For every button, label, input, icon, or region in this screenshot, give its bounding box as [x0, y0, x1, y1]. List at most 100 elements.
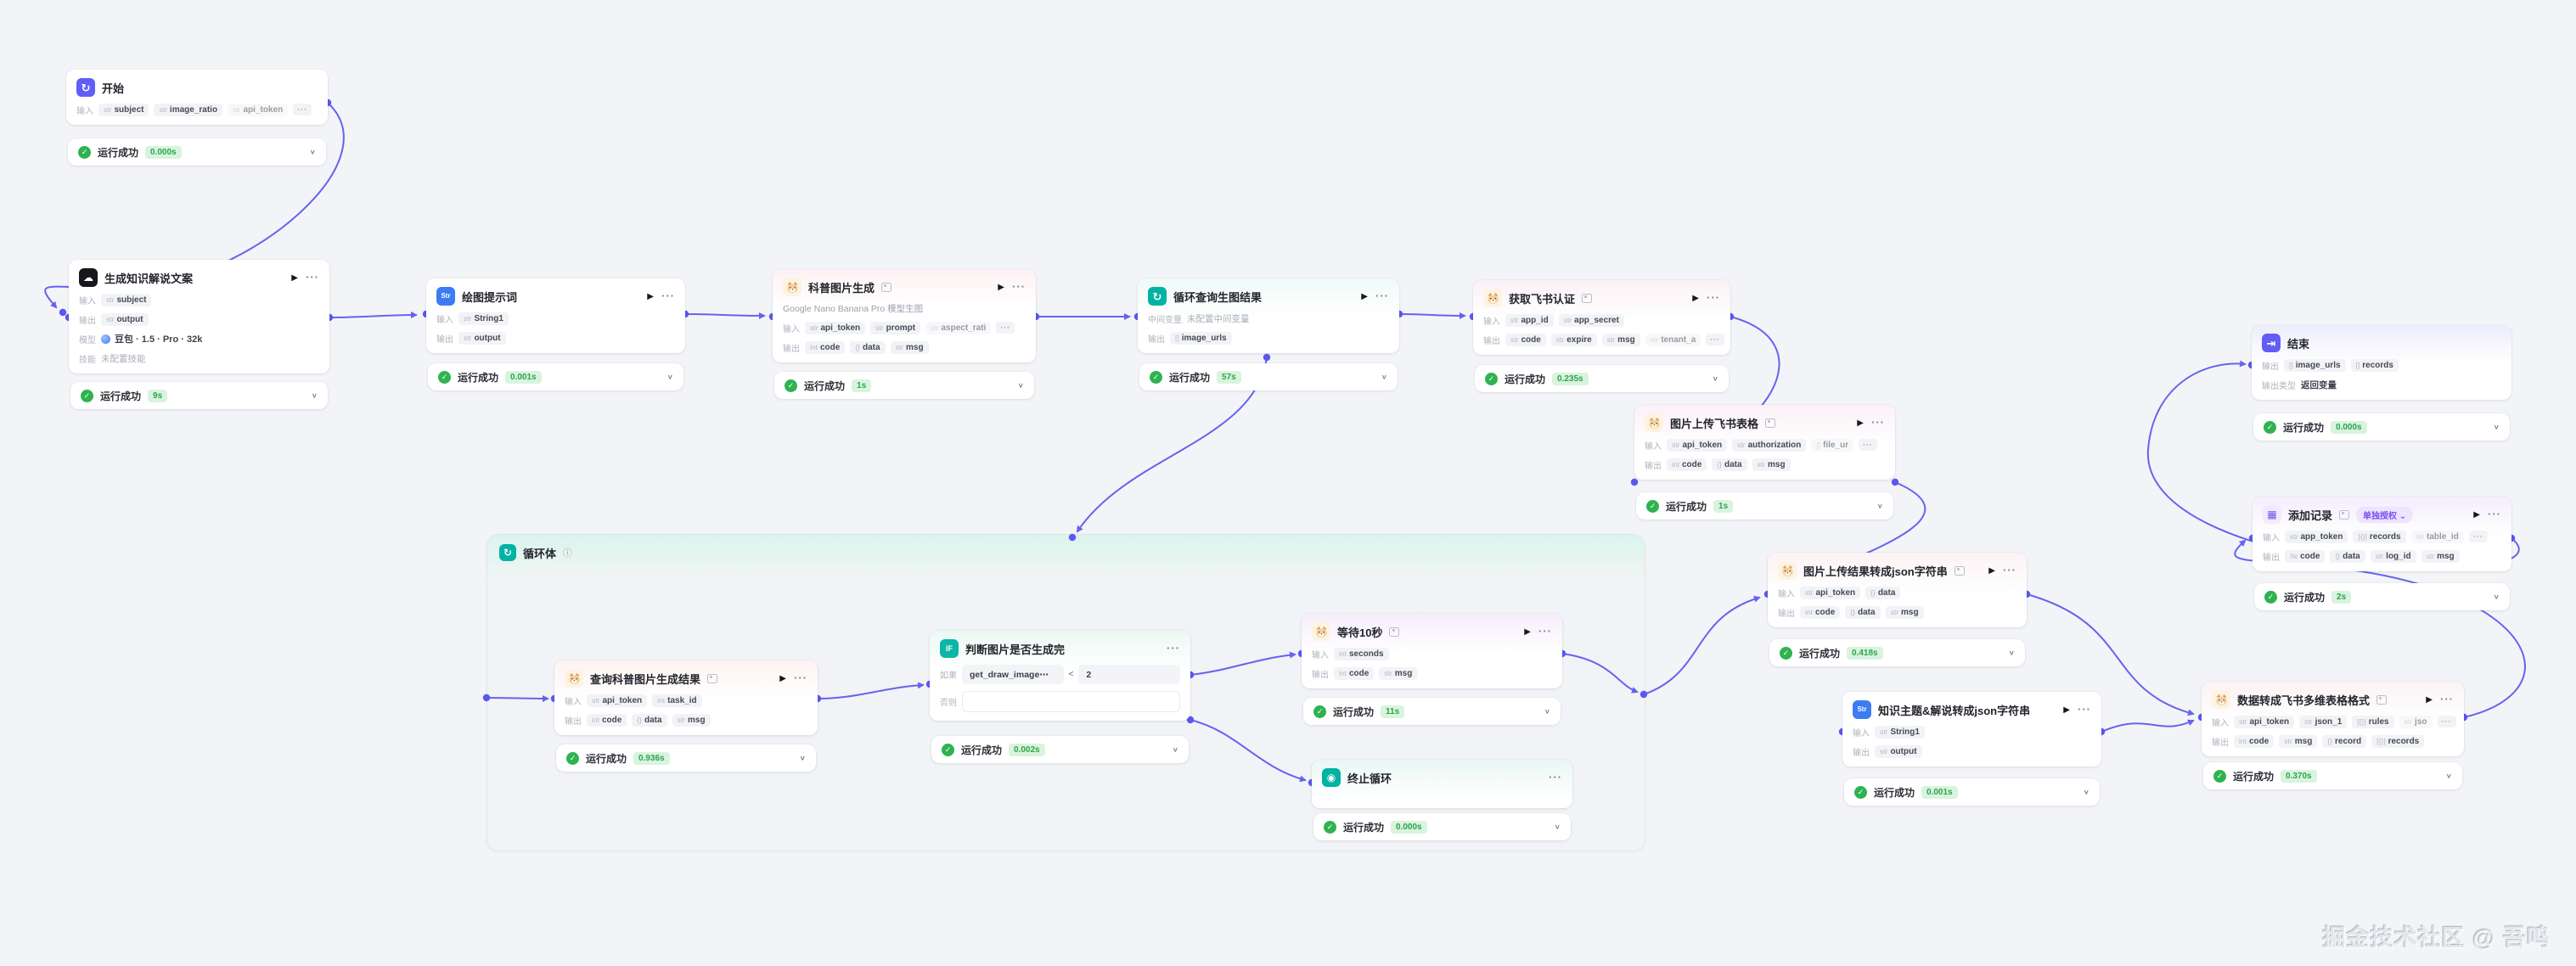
expand-chevron-icon[interactable]: ∨	[311, 391, 318, 400]
success-check-icon: ✓	[1313, 705, 1326, 718]
condition-left-operand[interactable]: get_draw_image⋯	[962, 665, 1064, 684]
node-menu-button[interactable]: ···	[306, 271, 319, 284]
node-menu-button[interactable]: ···	[2440, 693, 2454, 706]
node-menu-button[interactable]: ···	[1012, 280, 1026, 294]
run-node-button[interactable]: ▶	[2473, 509, 2480, 520]
expand-chevron-icon[interactable]: ∨	[1172, 745, 1178, 754]
param-tag: []file_ur	[1811, 438, 1854, 452]
condition-right-operand[interactable]: 2	[1078, 665, 1180, 684]
node-menu-button[interactable]: ···	[1538, 625, 1552, 638]
overflow-params-chip[interactable]: ···	[996, 322, 1015, 334]
expand-chevron-icon[interactable]: ∨	[1876, 502, 1883, 510]
param-name: app_token	[2300, 531, 2343, 542]
run-node-button[interactable]: ▶	[2063, 705, 2070, 715]
expand-chevron-icon[interactable]: ∨	[799, 754, 806, 762]
expand-chevron-icon[interactable]: ∨	[2493, 423, 2500, 431]
auth-pill[interactable]: 单独授权 ⌄	[2356, 506, 2414, 523]
overflow-params-chip[interactable]: ···	[293, 104, 312, 115]
run-node-button[interactable]: ▶	[647, 291, 654, 301]
expand-chevron-icon[interactable]: ∨	[1544, 707, 1550, 716]
row-label: 模型	[79, 335, 96, 345]
run-node-button[interactable]: ▶	[1988, 565, 1995, 576]
node-break-loop[interactable]: ◉终止循环···	[1312, 760, 1572, 808]
expand-chevron-icon[interactable]: ∨	[1381, 373, 1387, 381]
param-name: log_id	[2386, 551, 2411, 561]
node-menu-button[interactable]: ···	[1167, 642, 1180, 655]
expand-chevron-icon[interactable]: ∨	[2445, 772, 2452, 780]
run-node-button[interactable]: ▶	[998, 282, 1004, 292]
expand-chevron-icon[interactable]: ∨	[1712, 374, 1718, 383]
overflow-params-chip[interactable]: ···	[1859, 439, 1878, 451]
expand-chevron-icon[interactable]: ∨	[666, 373, 673, 381]
node-menu-button[interactable]: ···	[2078, 703, 2091, 716]
node-menu-button[interactable]: ···	[661, 289, 675, 303]
overflow-params-chip[interactable]: ···	[2437, 716, 2456, 727]
run-node-button[interactable]: ▶	[291, 272, 298, 283]
node-menu-button[interactable]: ···	[2488, 508, 2501, 521]
run-node-button[interactable]: ▶	[2426, 694, 2433, 705]
node-menu-button[interactable]: ···	[1375, 289, 1389, 303]
node-menu-button[interactable]: ···	[1871, 416, 1885, 430]
run-node-button[interactable]: ▶	[1692, 293, 1699, 303]
expand-chevron-icon[interactable]: ∨	[1554, 823, 1561, 831]
watermark: 掘金技术社区 @ 吾鸣	[2322, 925, 2551, 951]
param-type: str	[2284, 737, 2292, 745]
node-menu-button[interactable]: ···	[1549, 771, 1562, 784]
node-menu-button[interactable]: ···	[1707, 291, 1720, 305]
expand-chevron-icon[interactable]: ∨	[309, 148, 316, 156]
node-menu-button[interactable]: ···	[794, 671, 807, 685]
expand-chevron-icon[interactable]: ∨	[2493, 593, 2500, 601]
node-loop-query[interactable]: ↻循环查询生图结果▶···中间变量未配置中间变量输出[]image_urls	[1138, 278, 1399, 353]
overflow-params-chip[interactable]: ···	[1706, 334, 1725, 345]
run-node-button[interactable]: ▶	[1361, 291, 1368, 301]
param-name: image_urls	[1181, 333, 1227, 343]
param-name: data	[1858, 607, 1876, 617]
param-type: {}	[1870, 588, 1876, 597]
node-menu-button[interactable]: ···	[2003, 564, 2016, 577]
run-node-button[interactable]: ▶	[1857, 418, 1864, 428]
expand-chevron-icon[interactable]: ∨	[2008, 649, 2015, 657]
overflow-params-chip[interactable]: ···	[2468, 531, 2488, 542]
expand-chevron-icon[interactable]: ∨	[2083, 788, 2089, 796]
param-name: aspect_rati	[941, 323, 987, 333]
node-subtitle: Google Nano Banana Pro 模型生图	[783, 304, 924, 314]
run-node-button[interactable]: ▶	[1524, 626, 1531, 637]
expand-chevron-icon[interactable]: ∨	[1017, 381, 1024, 390]
row-value: 未配置技能	[101, 353, 146, 364]
run-node-button[interactable]: ▶	[779, 673, 786, 683]
param-tag: {}data	[850, 340, 886, 354]
